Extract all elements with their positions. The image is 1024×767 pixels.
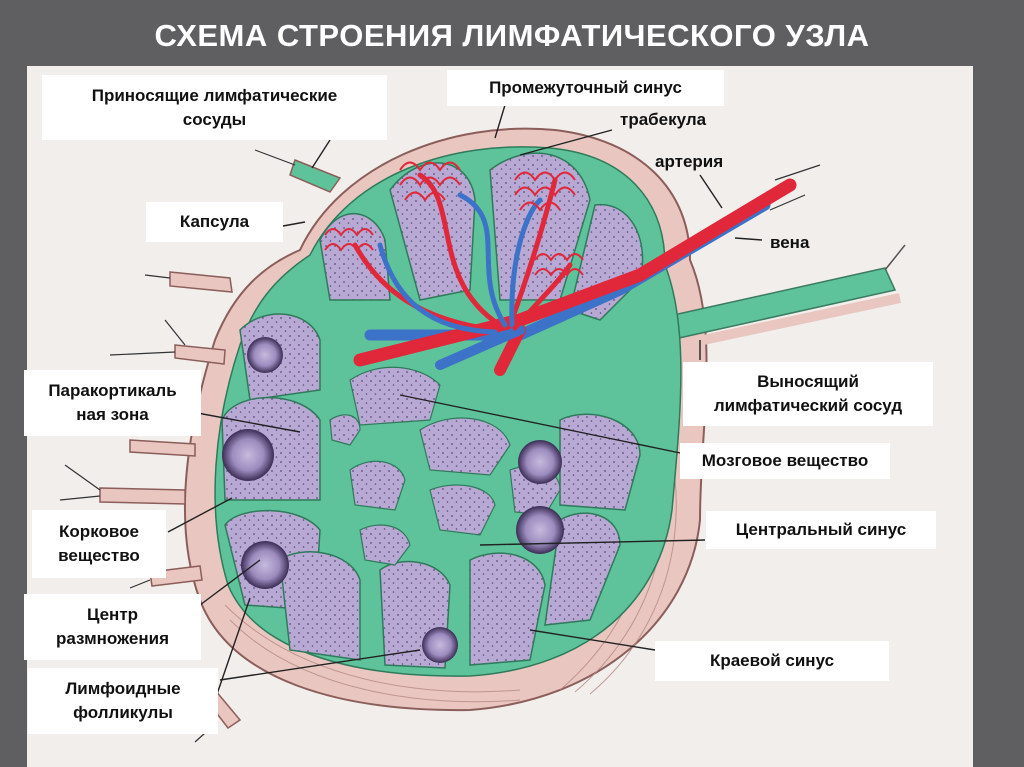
germinal-centers (222, 337, 564, 663)
label-cortex: Корковое вещество (32, 510, 166, 578)
label-vein: вена (770, 233, 810, 252)
label-afferent-vessels: Приносящие лимфатические сосуды (42, 75, 387, 140)
label-capsule: Капсула (146, 202, 283, 242)
label-lymphoid-follicles: Лимфоидные фолликулы (28, 668, 218, 734)
label-intermediate-sinus: Промежуточный синус (447, 70, 724, 106)
label-germinal-center: Центр размножения (24, 594, 201, 660)
slide-title: СХЕМА СТРОЕНИЯ ЛИМФАТИЧЕСКОГО УЗЛА (154, 18, 870, 53)
label-efferent-vessel: Выносящий лимфатический сосуд (683, 362, 933, 426)
label-artery: артерия (655, 152, 724, 171)
blood-vessels (352, 172, 797, 376)
label-central-sinus: Центральный синус (706, 511, 936, 549)
label-paracortical-zone: Паракортикаль ная зона (24, 370, 201, 436)
label-medulla: Мозговое вещество (680, 443, 890, 479)
label-marginal-sinus: Краевой синус (655, 641, 889, 681)
label-trabecula: трабекула (620, 110, 707, 129)
leader-lines (167, 104, 763, 701)
